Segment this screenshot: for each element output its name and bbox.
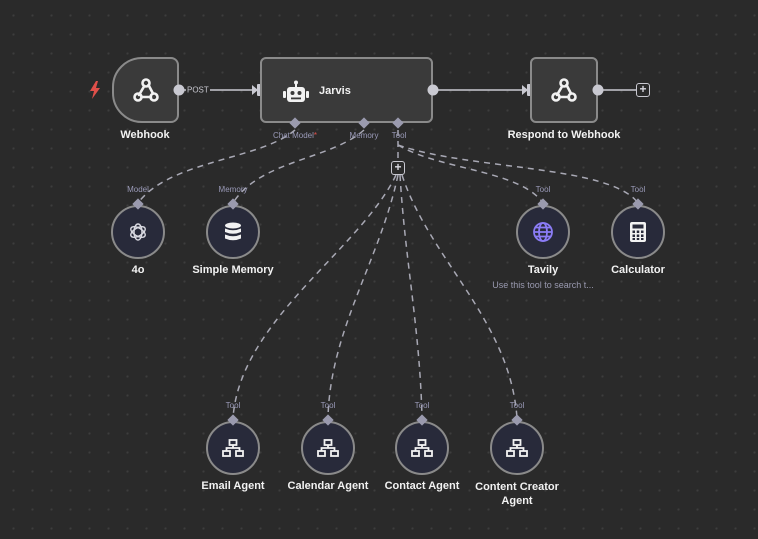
edge-arrow-respond (522, 85, 528, 95)
edge-tool-contact (399, 174, 423, 419)
robot-icon (283, 80, 309, 102)
sitemap-icon (411, 439, 433, 457)
calculator-label: Calculator (611, 264, 665, 276)
database-icon (225, 222, 241, 241)
globe-icon (533, 222, 553, 242)
jarvis-agent-node[interactable]: Jarvis (260, 57, 433, 123)
memory-node-port-label: Memory (218, 185, 248, 194)
calculator-tool-node[interactable] (611, 205, 665, 259)
lightning-bolt-icon (89, 81, 101, 104)
model-label: 4o (131, 264, 145, 276)
contact-agent-port-label: Tool (414, 401, 430, 410)
webhook-node[interactable] (112, 57, 179, 123)
edge-tool-tavily (397, 144, 544, 204)
webhook-icon (133, 78, 159, 102)
contact-agent-label: Contact Agent (384, 480, 460, 492)
openai-icon (130, 223, 146, 241)
add-node-button[interactable]: + (636, 83, 650, 97)
webhook-icon (551, 78, 577, 102)
openai-model-node[interactable] (111, 205, 165, 259)
required-indicator: * (313, 131, 318, 140)
simple-memory-node[interactable] (206, 205, 260, 259)
respond-label: Respond to Webhook (507, 129, 621, 141)
memory-port-label: Memory (349, 131, 379, 140)
tavily-tool-node[interactable] (516, 205, 570, 259)
contact-agent-node[interactable] (395, 421, 449, 475)
sitemap-icon (506, 439, 528, 457)
content-agent-label: Content Creator Agent (475, 480, 559, 508)
tavily-label: Tavily (527, 264, 559, 276)
content-agent-label-line2: Agent (501, 495, 533, 507)
edge-tool-content (401, 174, 518, 419)
sitemap-icon (317, 439, 339, 457)
jarvis-output-handle[interactable] (427, 84, 439, 96)
chat-model-port-label: Chat Model* (272, 131, 318, 140)
email-agent-node[interactable] (206, 421, 260, 475)
calculator-port-label: Tool (630, 185, 646, 194)
content-agent-port-label: Tool (509, 401, 525, 410)
calendar-agent-port-label: Tool (320, 401, 336, 410)
content-creator-agent-node[interactable] (490, 421, 544, 475)
tavily-port-label: Tool (535, 185, 551, 194)
email-agent-label: Email Agent (201, 480, 265, 492)
edge-label-post: POST (186, 85, 210, 95)
email-agent-port-label: Tool (225, 401, 241, 410)
add-tool-button[interactable]: + (391, 161, 405, 175)
webhook-label: Webhook (120, 129, 170, 141)
respond-to-webhook-node[interactable] (530, 57, 598, 123)
content-agent-label-line1: Content Creator (475, 481, 559, 493)
edge-tool-calendar (327, 174, 399, 419)
tool-port-label: Tool (391, 131, 407, 140)
calculator-icon (630, 222, 646, 242)
model-port-label: Model (127, 185, 149, 194)
calendar-agent-label: Calendar Agent (287, 480, 369, 492)
edge-arrow-jarvis (252, 85, 258, 95)
edge-chat-model (137, 129, 296, 204)
edge-tool-calculator (397, 144, 639, 204)
tavily-subtitle: Use this tool to search t... (492, 280, 594, 290)
webhook-output-handle[interactable] (173, 84, 185, 96)
edge-tool-email (232, 174, 397, 419)
sitemap-icon (222, 439, 244, 457)
edge-memory (232, 129, 365, 204)
respond-output-handle[interactable] (592, 84, 604, 96)
memory-label: Simple Memory (192, 264, 274, 276)
calendar-agent-node[interactable] (301, 421, 355, 475)
jarvis-label: Jarvis (319, 85, 351, 97)
